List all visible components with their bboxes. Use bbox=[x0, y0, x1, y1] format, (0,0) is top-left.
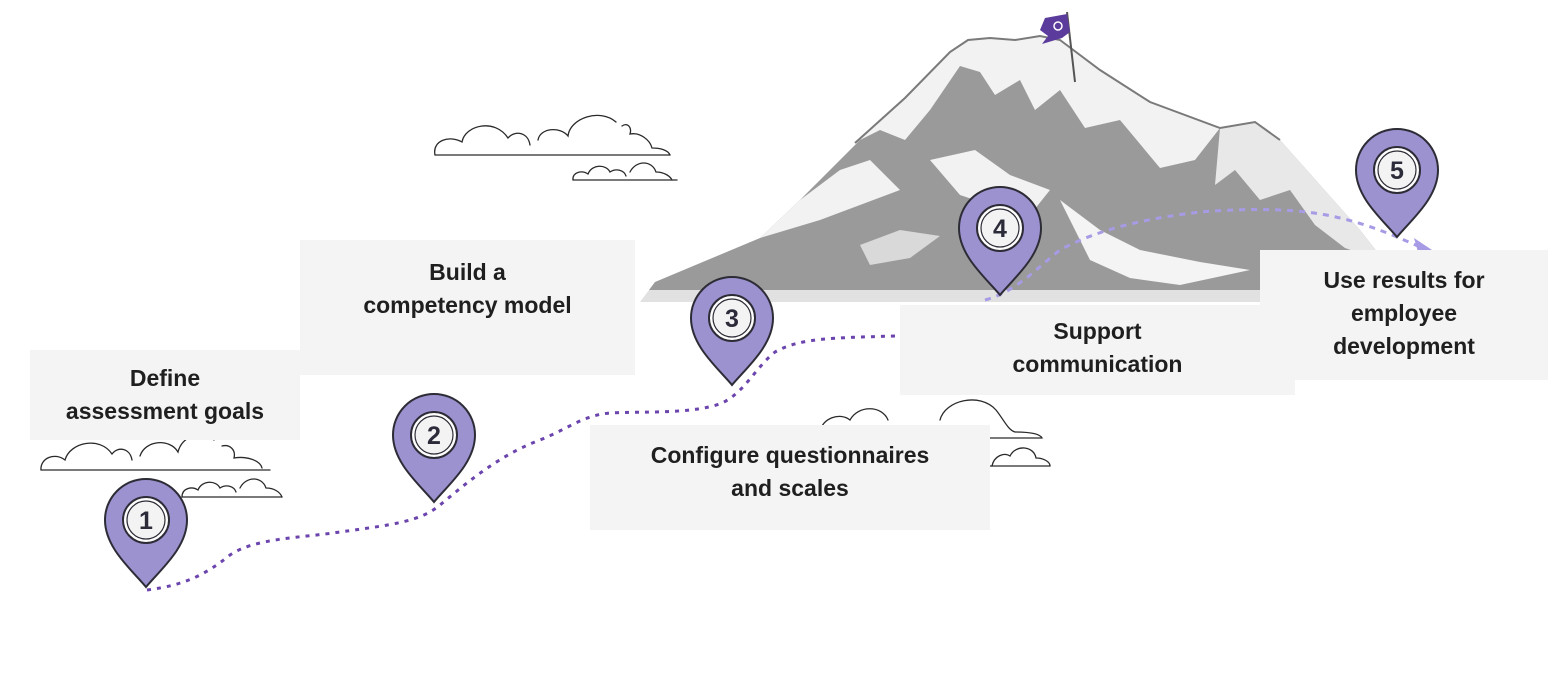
mountain-fade bbox=[640, 290, 1400, 306]
step-5-label: Use results for employee development bbox=[1260, 250, 1548, 380]
step-1-label-text: Define assessment goals bbox=[65, 365, 265, 424]
pin-badge-inner bbox=[126, 500, 166, 540]
journey-path-upper bbox=[984, 208, 1419, 302]
step-1-pin: 1 bbox=[103, 478, 189, 589]
pin-badge-inner bbox=[1377, 150, 1417, 190]
step-2-label: Build a competency model bbox=[300, 240, 635, 375]
journey-arrow-head bbox=[1414, 238, 1432, 252]
step-5-number: 5 bbox=[1390, 157, 1404, 185]
pin-badge-inner bbox=[414, 415, 454, 455]
step-4-label-text: Support communication bbox=[1012, 318, 1183, 377]
step-5-pin: 5 bbox=[1354, 128, 1440, 239]
step-1-label: Define assessment goals bbox=[30, 350, 300, 440]
step-2-label-text: Build a competency model bbox=[363, 259, 572, 318]
step-3-number: 3 bbox=[725, 305, 739, 333]
mountain-snow-low bbox=[1060, 200, 1250, 285]
mountain-snow-left bbox=[760, 160, 900, 238]
mountain-snow-peak bbox=[860, 36, 1220, 168]
mountain-light-ridge bbox=[860, 230, 940, 265]
step-3-label-text: Configure questionnaires and scales bbox=[650, 442, 930, 501]
summit-flag bbox=[1040, 11, 1076, 83]
step-4-pin: 4 bbox=[957, 186, 1043, 297]
step-2-number: 2 bbox=[427, 422, 441, 450]
mountain-snow-right bbox=[1215, 122, 1385, 262]
step-1-number: 1 bbox=[139, 507, 153, 535]
step-3-pin: 3 bbox=[689, 276, 775, 387]
mountain-outline bbox=[854, 34, 1281, 144]
step-5-label-text: Use results for employee development bbox=[1323, 267, 1485, 359]
flag-emblem-icon bbox=[1053, 21, 1063, 31]
mountain-body bbox=[640, 36, 1385, 302]
step-4-label: Support communication bbox=[900, 305, 1295, 395]
pin-badge-inner bbox=[712, 298, 752, 338]
step-2-pin: 2 bbox=[391, 393, 477, 504]
cloud-top-left bbox=[434, 114, 678, 181]
step-3-label: Configure questionnaires and scales bbox=[590, 425, 990, 530]
pin-badge-inner bbox=[980, 208, 1020, 248]
step-4-number: 4 bbox=[993, 215, 1007, 243]
